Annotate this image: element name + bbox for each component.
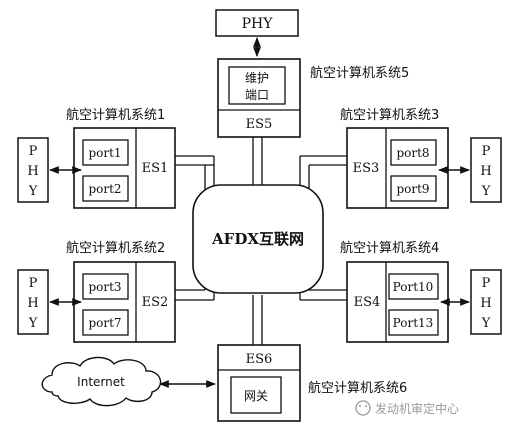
afdx-network-box bbox=[192, 184, 324, 294]
system-3-caption: 航空计算机系统3 bbox=[340, 107, 439, 123]
gateway-label: 网关 bbox=[244, 389, 268, 403]
wechat-icon bbox=[355, 400, 371, 416]
port7-label: port7 bbox=[88, 316, 121, 330]
phy-right-upper: P H Y bbox=[438, 137, 502, 203]
phy-left-lower: P H Y bbox=[17, 269, 82, 335]
phy-right-upper-h: H bbox=[480, 164, 491, 179]
es2-label: ES2 bbox=[142, 295, 169, 310]
es5-label: ES5 bbox=[246, 117, 273, 132]
port13-box bbox=[388, 309, 439, 336]
phy-right-lower: P H Y bbox=[440, 269, 502, 335]
phy-left-upper: P H Y bbox=[17, 137, 82, 203]
phy-right-upper-y: Y bbox=[481, 184, 491, 199]
phy-right-lower-y: Y bbox=[481, 316, 491, 331]
phy-right-lower-p: P bbox=[482, 276, 491, 291]
internet-cloud: Internet bbox=[41, 356, 162, 407]
port3-box bbox=[82, 273, 129, 300]
system-2-caption: 航空计算机系统2 bbox=[66, 240, 165, 256]
system-5-caption: 航空计算机系统5 bbox=[310, 65, 409, 81]
phy-left-lower-box bbox=[17, 269, 49, 335]
phy-top-box bbox=[215, 9, 299, 37]
afdx-network-label: AFDX互联网 bbox=[211, 230, 304, 248]
phy-right-upper-box bbox=[470, 137, 502, 203]
phy-right-upper-p: P bbox=[482, 144, 491, 159]
phy-left-lower-p: P bbox=[29, 276, 38, 291]
maintenance-port-line-2: 端口 bbox=[245, 88, 269, 102]
phy-right-lower-box bbox=[470, 269, 502, 335]
port9-box bbox=[390, 175, 437, 202]
es6-label: ES6 bbox=[246, 352, 273, 367]
port2-box bbox=[82, 175, 129, 202]
cloud-shape bbox=[41, 356, 162, 407]
port13-label: Port13 bbox=[393, 316, 434, 330]
port8-box bbox=[390, 139, 437, 166]
phy-left-upper-y: Y bbox=[28, 184, 38, 199]
phy-right-lower-h: H bbox=[480, 296, 491, 311]
system-1-caption: 航空计算机系统1 bbox=[66, 107, 165, 123]
phy-left-upper-p: P bbox=[29, 144, 38, 159]
port9-label: port9 bbox=[396, 182, 429, 196]
port8-label: port8 bbox=[396, 146, 429, 160]
system-6: ES6 网关 航空计算机系统6 bbox=[217, 344, 407, 422]
watermark: 发动机审定中心 bbox=[355, 400, 459, 416]
internet-label: Internet bbox=[77, 375, 125, 389]
port2-label: port2 bbox=[88, 182, 121, 196]
maintenance-port-line-1: 维护 bbox=[245, 71, 269, 85]
network-links bbox=[175, 137, 347, 345]
system-1: 航空计算机系统1 port1 port2 ES1 bbox=[66, 107, 176, 209]
system-3: 航空计算机系统3 ES3 port8 port9 bbox=[340, 107, 449, 209]
gateway-box bbox=[230, 376, 282, 414]
port7-box bbox=[82, 309, 129, 336]
phy-left-upper-box bbox=[17, 137, 49, 203]
maintenance-port-box bbox=[228, 66, 286, 105]
system-5: 维护 端口 ES5 航空计算机系统5 bbox=[217, 58, 409, 138]
system-4: 航空计算机系统4 ES4 Port10 Port13 bbox=[340, 240, 449, 343]
phy-left-lower-h: H bbox=[27, 296, 38, 311]
es1-label: ES1 bbox=[142, 161, 169, 176]
es3-label: ES3 bbox=[353, 161, 380, 176]
port10-box bbox=[388, 273, 439, 300]
system-6-caption: 航空计算机系统6 bbox=[308, 380, 407, 396]
es4-label: ES4 bbox=[354, 295, 381, 310]
phy-top-label: PHY bbox=[242, 16, 274, 32]
phy-left-lower-y: Y bbox=[28, 316, 38, 331]
watermark-text: 发动机审定中心 bbox=[375, 401, 459, 416]
port1-box bbox=[82, 139, 129, 166]
phy-left-upper-h: H bbox=[27, 164, 38, 179]
port10-label: Port10 bbox=[393, 280, 434, 294]
port3-label: port3 bbox=[88, 280, 121, 294]
system-2: 航空计算机系统2 port3 port7 ES2 bbox=[66, 240, 176, 343]
port1-label: port1 bbox=[88, 146, 121, 160]
system-4-caption: 航空计算机系统4 bbox=[340, 240, 439, 256]
